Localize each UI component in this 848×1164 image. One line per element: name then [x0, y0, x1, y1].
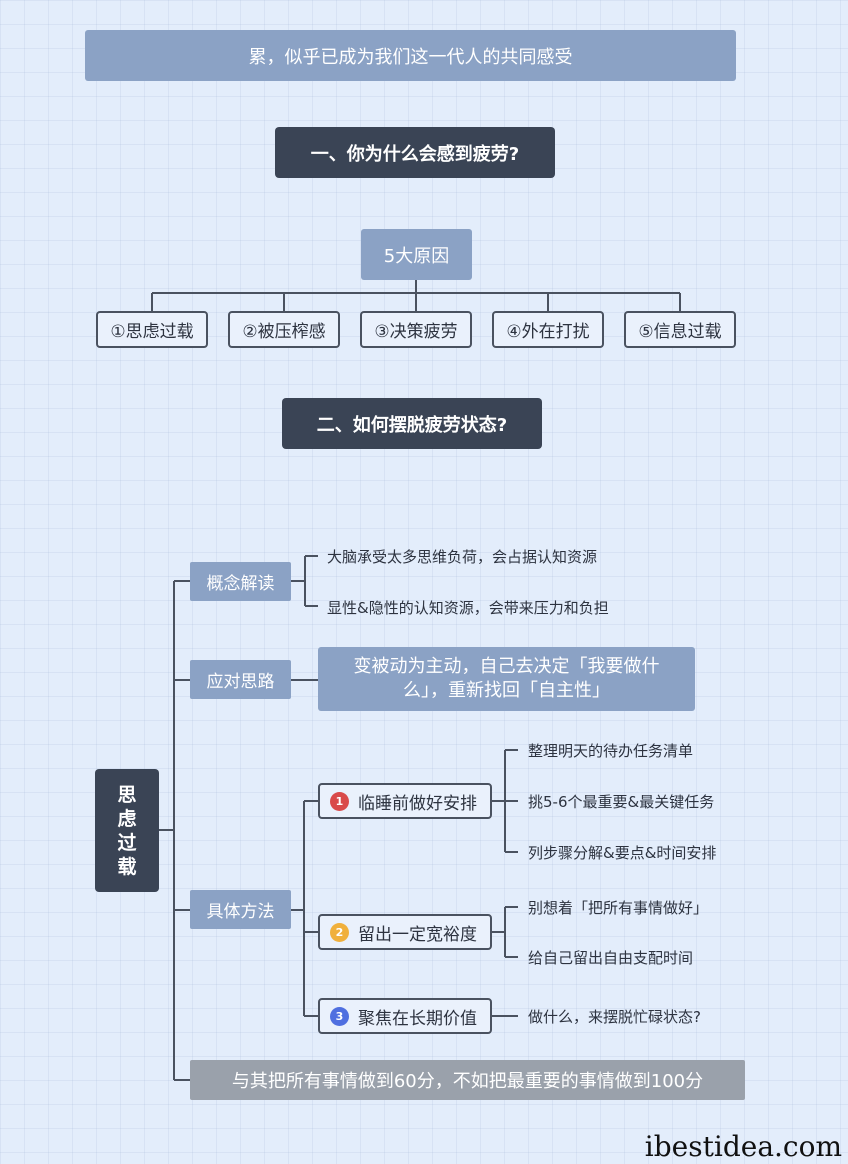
- approach-text: 变被动为主动，自己去决定「我要做什么」，重新找回「自主性」: [318, 647, 695, 711]
- method-label-3: 聚焦在长期价值: [358, 1008, 477, 1029]
- root-char: 过: [117, 831, 137, 854]
- method1-point-2: 挑5-6个最重要&最关键任务: [528, 793, 715, 811]
- watermark: ibestidea.com: [644, 1130, 842, 1163]
- headline-banner: 累，似乎已成为我们这一代人的共同感受: [85, 30, 736, 81]
- method1-point-1: 整理明天的待办任务清单: [528, 742, 694, 760]
- causes-root-node: 5大原因: [361, 229, 472, 280]
- cause-node-2: ②被压榨感: [228, 311, 340, 348]
- method-label-1: 临睡前做好安排: [358, 793, 477, 814]
- cause-node-5: ⑤信息过载: [624, 311, 736, 348]
- method1-point-3: 列步骤分解&要点&时间安排: [528, 844, 717, 862]
- cause-node-1: ①思虑过载: [96, 311, 208, 348]
- cause-node-3: ③决策疲劳: [360, 311, 472, 348]
- concept-point-1: 大脑承受太多思维负荷，会占据认知资源: [327, 548, 598, 566]
- root-char: 载: [117, 855, 137, 878]
- branch-methods: 具体方法: [190, 890, 291, 929]
- method-label-2: 留出一定宽裕度: [358, 924, 477, 945]
- root-char: 思: [117, 783, 137, 806]
- root-char: 虑: [117, 807, 137, 830]
- branch-approach: 应对思路: [190, 660, 291, 699]
- summary-bar: 与其把所有事情做到60分，不如把最重要的事情做到100分: [190, 1060, 745, 1100]
- method3-point-1: 做什么，来摆脱忙碌状态?: [528, 1008, 701, 1026]
- number-badge-1: 1: [330, 791, 349, 811]
- method2-point-2: 给自己留出自由支配时间: [528, 949, 694, 967]
- method-node-3: 3 聚焦在长期价值: [318, 998, 492, 1034]
- mindmap-root-node: 思 虑 过 载: [95, 769, 159, 892]
- method2-point-1: 别想着「把所有事情做好」: [528, 899, 709, 917]
- section-title-why-tired: 一、你为什么会感到疲劳?: [275, 127, 555, 178]
- number-badge-3: 3: [330, 1006, 349, 1026]
- branch-concept: 概念解读: [190, 562, 291, 601]
- method-node-2: 2 留出一定宽裕度: [318, 914, 492, 950]
- number-badge-2: 2: [330, 922, 349, 942]
- method-node-1: 1 临睡前做好安排: [318, 783, 492, 819]
- cause-node-4: ④外在打扰: [492, 311, 604, 348]
- concept-point-2: 显性&隐性的认知资源，会带来压力和负担: [327, 599, 609, 617]
- section-title-how-escape: 二、如何摆脱疲劳状态?: [282, 398, 542, 449]
